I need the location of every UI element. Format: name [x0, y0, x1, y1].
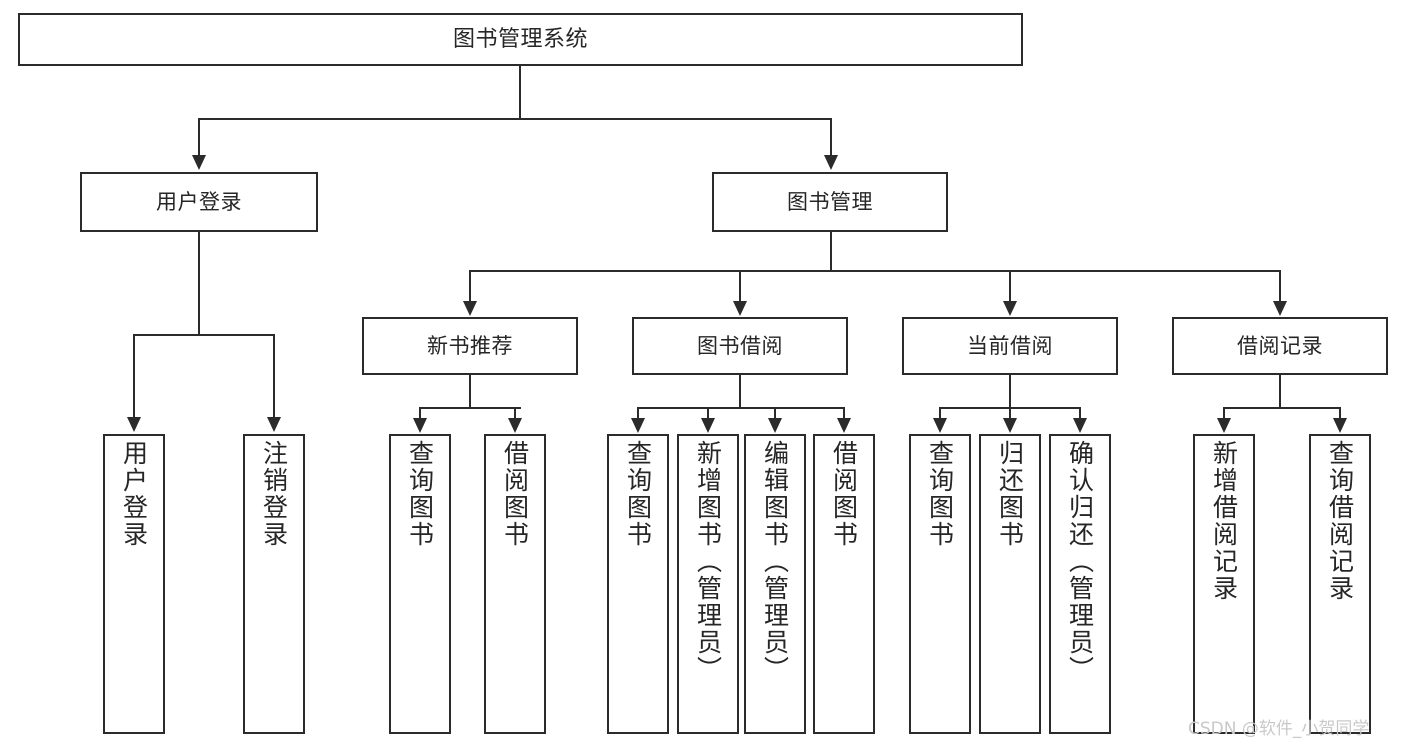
leaf-logout[interactable]: 注销登录 [243, 434, 305, 734]
arrowhead-bookborrow-leaf-3 [768, 418, 782, 433]
arrowhead-borrowrecord-leaf-1 [1217, 418, 1231, 433]
connector-book-borrow-child-4 [843, 407, 845, 419]
connector-book-manage-stem [830, 232, 832, 270]
connector-new-book-bar [419, 407, 521, 409]
leaf-newbook-query-book[interactable]: 查询图书 [389, 434, 451, 734]
leaf-label: 用户登录 [119, 440, 149, 548]
arrowhead-bookborrow-leaf-1 [631, 418, 645, 433]
connector-user-login-child-1 [133, 334, 135, 418]
leaf-borrowrecord-add-record[interactable]: 新增借阅记录 [1193, 434, 1255, 734]
arrowhead-current-borrow [1003, 301, 1017, 316]
node-label: 用户登录 [156, 189, 242, 214]
arrowhead-bookborrow-leaf-2 [701, 418, 715, 433]
node-user-login[interactable]: 用户登录 [80, 172, 318, 232]
connector-current-borrow-child-3 [1079, 407, 1081, 419]
arrowhead-newbook-leaf-2 [508, 418, 522, 433]
leaf-label: 编辑图书（管理员） [760, 440, 790, 683]
arrowhead-bookborrow-leaf-4 [837, 418, 851, 433]
arrowhead-currentborrow-leaf-2 [1003, 418, 1017, 433]
connector-to-borrow-record [1279, 270, 1281, 302]
connector-user-login-bar [133, 334, 273, 336]
connector-user-login-stem [198, 232, 200, 334]
connector-to-current-borrow [1009, 270, 1011, 302]
leaf-currentborrow-confirm-return[interactable]: 确认归还（管理员） [1049, 434, 1111, 734]
leaf-label: 归还图书 [995, 440, 1025, 548]
arrowhead-borrowrecord-leaf-2 [1333, 418, 1347, 433]
connector-current-borrow-stem [1009, 375, 1011, 407]
arrowhead-currentborrow-leaf-3 [1073, 418, 1087, 433]
node-borrow-record[interactable]: 借阅记录 [1172, 317, 1388, 375]
connector-new-book-child-1 [419, 407, 421, 419]
arrowhead-book-manage [824, 155, 838, 170]
node-label: 当前借阅 [967, 333, 1053, 358]
connector-current-borrow-child-2 [1009, 407, 1011, 419]
connector-level3-bar [469, 270, 1281, 272]
leaf-label: 新增图书（管理员） [693, 440, 723, 683]
connector-current-borrow-child-1 [939, 407, 941, 419]
connector-book-borrow-child-1 [637, 407, 639, 419]
watermark-text: CSDN @软件_小贺同学 [1188, 719, 1370, 739]
connector-new-book-child-2 [514, 407, 516, 419]
connector-to-user-login [198, 118, 200, 156]
leaf-bookborrow-add-book[interactable]: 新增图书（管理员） [677, 434, 739, 734]
leaf-currentborrow-return-book[interactable]: 归还图书 [979, 434, 1041, 734]
node-label: 新书推荐 [427, 333, 513, 358]
node-current-borrow[interactable]: 当前借阅 [902, 317, 1118, 375]
node-new-book-recommend[interactable]: 新书推荐 [362, 317, 578, 375]
connector-book-borrow-stem [739, 375, 741, 407]
arrowhead-currentborrow-leaf-1 [933, 418, 947, 433]
connector-to-book-manage [830, 118, 832, 156]
connector-to-book-borrow [739, 270, 741, 302]
leaf-bookborrow-borrow-book[interactable]: 借阅图书 [813, 434, 875, 734]
connector-root-stem [519, 66, 521, 118]
connector-book-borrow-bar [637, 407, 845, 409]
leaf-label: 注销登录 [259, 440, 289, 548]
leaf-bookborrow-query-book[interactable]: 查询图书 [607, 434, 669, 734]
connector-borrow-record-child-2 [1339, 407, 1341, 419]
leaf-user-login[interactable]: 用户登录 [103, 434, 165, 734]
connector-user-login-child-2 [273, 334, 275, 418]
node-book-management[interactable]: 图书管理 [712, 172, 948, 232]
leaf-label: 确认归还（管理员） [1065, 440, 1095, 683]
arrowhead-leaf-user-login [127, 417, 141, 432]
node-label: 图书借阅 [697, 333, 783, 358]
leaf-borrowrecord-query-record[interactable]: 查询借阅记录 [1309, 434, 1371, 734]
connector-level2-bar [198, 118, 832, 120]
leaf-label: 查询借阅记录 [1325, 440, 1355, 602]
node-label: 图书管理 [787, 189, 873, 214]
leaf-label: 查询图书 [405, 440, 435, 548]
connector-book-borrow-child-2 [707, 407, 709, 419]
node-root-system[interactable]: 图书管理系统 [18, 13, 1023, 66]
leaf-label: 借阅图书 [829, 440, 859, 548]
node-label: 图书管理系统 [452, 26, 588, 52]
arrowhead-borrow-record [1273, 301, 1287, 316]
arrowhead-user-login [192, 155, 206, 170]
leaf-label: 查询图书 [925, 440, 955, 548]
connector-book-borrow-child-3 [774, 407, 776, 419]
arrowhead-newbook-leaf-1 [413, 418, 427, 433]
connector-borrow-record-child-1 [1223, 407, 1225, 419]
leaf-bookborrow-edit-book[interactable]: 编辑图书（管理员） [744, 434, 806, 734]
leaf-label: 查询图书 [623, 440, 653, 548]
leaf-label: 新增借阅记录 [1209, 440, 1239, 602]
connector-new-book-stem [469, 375, 471, 407]
connector-to-new-book [469, 270, 471, 302]
leaf-label: 借阅图书 [500, 440, 530, 548]
arrowhead-leaf-logout [267, 417, 281, 432]
connector-borrow-record-stem [1279, 375, 1281, 407]
leaf-newbook-borrow-book[interactable]: 借阅图书 [484, 434, 546, 734]
arrowhead-new-book [463, 301, 477, 316]
arrowhead-book-borrow [733, 301, 747, 316]
leaf-currentborrow-query-book[interactable]: 查询图书 [909, 434, 971, 734]
node-book-borrow[interactable]: 图书借阅 [632, 317, 848, 375]
connector-borrow-record-bar [1223, 407, 1341, 409]
node-label: 借阅记录 [1237, 333, 1323, 358]
